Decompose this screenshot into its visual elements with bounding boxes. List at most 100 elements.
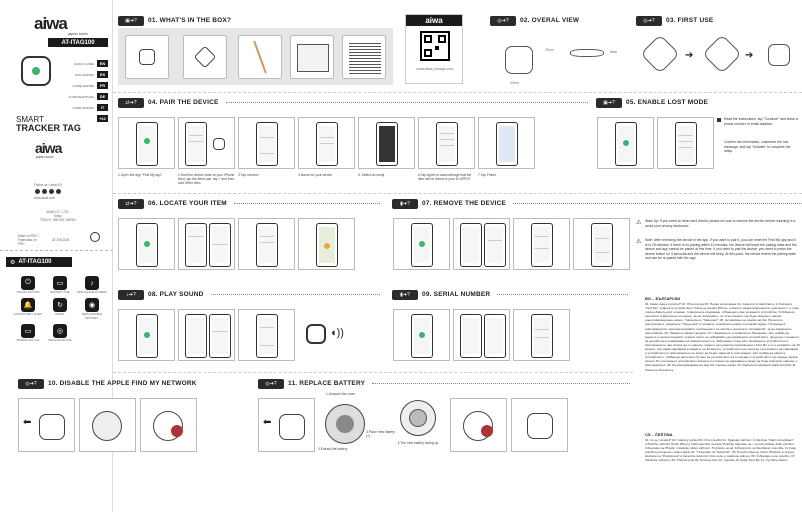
legend-item: 🔔LOW BATTERY ALERT — [12, 298, 44, 320]
section-01-header: ▣➔? 01. WHAT'S IN THE BOX? — [118, 15, 393, 26]
battery-new-image — [400, 400, 436, 436]
legend-item: ▭BATTERY USE — [44, 276, 76, 294]
remove-image — [393, 218, 450, 270]
section-10-header: ◎➔? 10. DISABLE THE APPLE FIND MY NETWOR… — [18, 378, 250, 389]
speaker-wave-icon: ◖)) — [330, 327, 344, 339]
product-tag-illustration — [21, 56, 51, 86]
pair-step-caption: 2.Hold the device close to your iPhone. … — [178, 173, 236, 185]
brand-logo: aiwa — [34, 14, 68, 33]
legend-item: ↻RESET — [44, 298, 76, 320]
pair-step-image — [358, 117, 415, 169]
bell-icon: 🔔 — [21, 298, 35, 313]
legend-item: ⏻ON/OFF BUTTON — [12, 276, 44, 294]
fold-line — [113, 372, 633, 373]
section-08-header: ♪➔? 08. PLAY SOUND — [118, 289, 380, 300]
recycle-icon — [90, 232, 100, 242]
pair-step-caption: 1.Open the app "Find My app" — [118, 173, 163, 177]
view-arrow-icon: ◎➔? — [490, 15, 516, 26]
model-banner: AT-ITAG100 — [48, 38, 108, 47]
section-04-header: ⇄➔? 04. PAIR THE DEVICE — [118, 97, 588, 108]
power-icon: ⏻ — [21, 276, 35, 290]
pair-step-caption: 4.Name for your device — [298, 173, 333, 177]
battery-arrow-icon: ◎➔? — [258, 378, 284, 389]
battery-icon: ▭ — [53, 276, 67, 290]
box-arrow-icon: ▣➔? — [118, 15, 144, 26]
locate-image — [118, 218, 175, 270]
reset-icon: ↻ — [53, 298, 67, 313]
serial-image — [453, 309, 510, 361]
note-text: Note: After removing the device in the a… — [645, 238, 797, 261]
follow-text: Follow us / aiwa EU — [34, 183, 62, 187]
section-02-header: ◎➔? 02. OVERAL VIEW — [490, 15, 625, 26]
qr-brand: aiwa — [406, 15, 462, 26]
social-icons — [35, 189, 61, 194]
product-title: SMART TRACKER TAG — [16, 115, 81, 133]
remove-image — [453, 218, 510, 270]
cs-title: CS – ČEŠTINA — [645, 432, 673, 437]
facebook-icon[interactable] — [35, 189, 40, 194]
dim-width: 37mm — [545, 48, 554, 52]
remove-arrow-icon: ▮➔? — [392, 198, 418, 209]
brand-sub-2: japan sonic — [36, 155, 54, 159]
footer-model: AT-ITAG100 — [52, 238, 70, 242]
locate-image — [178, 218, 235, 270]
locate-image — [238, 218, 295, 270]
address-block: AIWA CO., LTD. Tokyo TOKYO, 350-001 JAPA… — [40, 210, 76, 222]
section-06-header: ⇄➔? 06. LOCATE YOUR ITEM — [118, 198, 380, 209]
remove-image — [513, 218, 570, 270]
twitter-icon[interactable] — [56, 189, 61, 194]
disable-arrow-icon: ◎➔? — [18, 378, 44, 389]
battery-step-image: ⬅ — [258, 398, 315, 452]
section-07-header: ▮➔? 07. REMOVE THE DEVICE — [392, 198, 802, 209]
section-03-header: ◎➔? 03. FIRST USE — [636, 15, 801, 26]
instagram-icon[interactable] — [42, 189, 47, 194]
warning-icon: ⚠ — [636, 220, 642, 226]
pair-step-image — [478, 117, 535, 169]
tag-sound-image — [306, 324, 326, 344]
first-use-tag-1 — [640, 34, 680, 74]
pair-arrow-icon: ⇄➔? — [118, 97, 144, 108]
qr-code[interactable] — [420, 31, 450, 61]
qr-url[interactable]: www.aiwa_europe.com — [416, 67, 454, 71]
bg-title: BG – БЪЛГАРСКИ — [645, 296, 681, 301]
lang-item: +22 — [48, 113, 108, 124]
section-05-header: ▣➔? 05. ENABLE LOST MODE — [596, 97, 802, 108]
youtube-icon[interactable] — [49, 189, 54, 194]
website-text[interactable]: www.aiwa.com — [34, 196, 56, 200]
dim-depth: 37mm — [510, 81, 519, 85]
lost-mode-text-2: Confirm the information, customize the l… — [724, 140, 791, 154]
warning-text: Warn Up: If you need to return and refun… — [645, 219, 796, 228]
legend-item: ◎REMOVE DEVICE — [44, 324, 76, 342]
note-icon: ⚠ — [636, 239, 642, 245]
box-contents-panel — [118, 28, 393, 85]
lanyard-image — [238, 35, 282, 79]
lost-mode-image — [597, 117, 654, 169]
pair-step-caption: 3.Tap connect — [238, 173, 259, 177]
lost-mode-image — [657, 117, 714, 169]
tag-front-view — [505, 46, 533, 74]
first-use-tag-2 — [702, 34, 742, 74]
pair-step-image — [418, 117, 475, 169]
cs-text: 01. Co je v krabici? 02. Celkový pohled … — [645, 438, 797, 463]
disable-step-image — [79, 398, 136, 452]
coin-battery-icon: ◉ — [85, 298, 99, 313]
battery-caption: 2.Extract the battery — [318, 447, 348, 451]
serial-arrow-icon: ▮➔? — [392, 289, 418, 300]
legend-item: ◉REPLACEABLE BATTERY — [76, 298, 108, 320]
battery-open-image — [325, 404, 365, 444]
beep-icon: ♪ — [85, 276, 99, 290]
dim-height: 8mm — [610, 50, 618, 54]
sound-image — [238, 309, 295, 361]
arrow-right-icon: ➔ — [685, 50, 694, 61]
battery-step-image — [511, 398, 568, 452]
pair-step-image — [298, 117, 355, 169]
first-use-tag-3 — [768, 44, 790, 66]
arrow-right-icon: ➔ — [745, 50, 754, 61]
locate-arrow-icon: ⇄➔? — [118, 198, 144, 209]
legend-item: ▭PAIRING AIR TAG — [12, 324, 44, 342]
